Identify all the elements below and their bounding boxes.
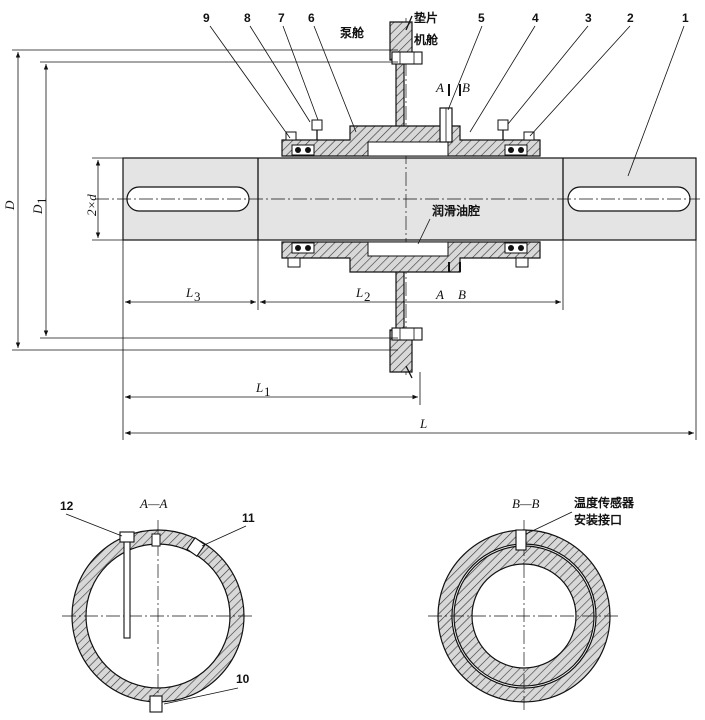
upper-housing [281, 107, 541, 157]
dimension-l1-label: L [255, 380, 263, 395]
sensor-port [515, 529, 527, 551]
part-number-8: 8 [244, 11, 251, 25]
section-b-b-view [428, 520, 620, 712]
vertical-dimensions [12, 49, 398, 351]
section-mark-a-top: A [435, 80, 444, 95]
main-view: A B A B 泵舱 垫片 机舱 润滑油腔 9 8 7 6 5 4 3 2 1 [2, 10, 700, 440]
horizontal-dimensions [122, 240, 697, 440]
part-number-2: 2 [627, 11, 634, 25]
dimension-l2-subscript: 2 [364, 289, 371, 304]
bulkhead-plate [389, 15, 423, 379]
dimension-l3-label: L [185, 285, 193, 300]
engine-cabin-label: 机舱 [414, 32, 439, 47]
dimension-l3-subscript: 3 [194, 289, 201, 304]
dimension-l2-label: L [355, 285, 363, 300]
pump-cabin-label: 泵舱 [340, 25, 365, 40]
section-marks [448, 84, 461, 272]
dimension-2xd-label: 2×d [84, 194, 99, 216]
part-number-3: 3 [585, 11, 592, 25]
gasket-label: 垫片 [414, 10, 438, 25]
part-number-7: 7 [278, 11, 285, 25]
part-number-5: 5 [478, 11, 485, 25]
dimension-d1-label: D [30, 204, 45, 215]
dimension-d-label: D [2, 200, 17, 211]
section-mark-b-bottom: B [458, 287, 466, 302]
part-number-9: 9 [203, 11, 210, 25]
dimension-d1-subscript: 1 [34, 198, 49, 205]
section-mark-a-bottom: A [435, 287, 444, 302]
part-number-4: 4 [532, 11, 539, 25]
section-aa-title: A—A [139, 496, 168, 511]
section-bb-title: B—B [512, 496, 540, 511]
part-number-10: 10 [236, 672, 250, 686]
section-mark-b-top: B [462, 80, 470, 95]
part-number-12: 12 [60, 499, 74, 513]
part-number-6: 6 [308, 11, 315, 25]
dimension-l1-subscript: 1 [264, 384, 271, 399]
sensor-port-label-line1: 温度传感器 [574, 495, 635, 510]
section-a-a-view [62, 520, 254, 713]
sensor-port-label-line2: 安装接口 [574, 512, 622, 527]
part-number-1: 1 [682, 11, 689, 25]
dimension-l-label: L [419, 416, 427, 431]
part-number-11: 11 [242, 511, 255, 525]
lower-housing [281, 241, 541, 273]
oil-chamber-label: 润滑油腔 [432, 203, 480, 218]
